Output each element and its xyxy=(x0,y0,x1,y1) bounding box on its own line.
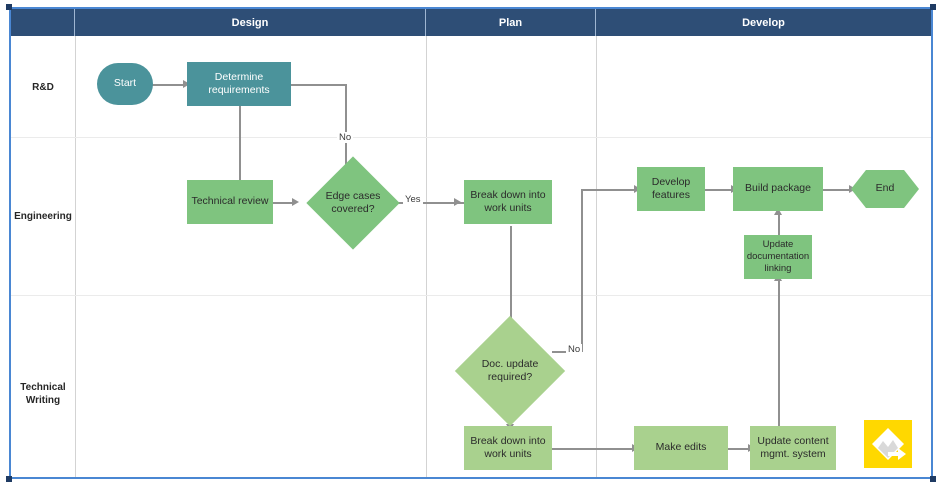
node-build-package[interactable]: Build package xyxy=(733,167,823,211)
connector-no-vertical xyxy=(345,84,347,170)
connector-breakdown1-docupdate xyxy=(510,226,512,331)
node-end[interactable]: End xyxy=(851,170,919,208)
visio-stencil-badge[interactable] xyxy=(864,420,912,468)
selection-handle-bottom-left[interactable] xyxy=(6,476,12,482)
selection-handle-top-left[interactable] xyxy=(6,4,12,10)
connector-breakdown2-makeedits xyxy=(552,448,634,450)
connector-makeedits-updatecms xyxy=(728,448,750,450)
arrowhead-start-determine xyxy=(183,80,190,88)
node-doc-update-required[interactable]: Doc. update required? xyxy=(454,315,566,427)
node-update-content-mgmt-system[interactable]: Update content mgmt. system xyxy=(750,426,836,470)
node-technical-review[interactable]: Technical review xyxy=(187,180,273,224)
node-develop-features[interactable]: Develop features xyxy=(637,167,705,211)
node-determine-requirements[interactable]: Determine requirements xyxy=(187,62,291,106)
lane-label-engineering: Engineering xyxy=(14,211,72,222)
node-doc-update-label: Doc. update required? xyxy=(481,357,539,383)
edge-label-yes-edge-cases: Yes xyxy=(403,194,423,205)
header-cell-plan: Plan xyxy=(426,9,596,36)
node-edge-cases-covered[interactable]: Edge cases covered? xyxy=(306,156,400,250)
connector-determine-techreview xyxy=(239,106,241,188)
lane-divider-2 xyxy=(11,295,931,296)
node-break-down-work-units-plan[interactable]: Break down into work units xyxy=(464,180,552,224)
connector-build-end xyxy=(823,189,851,191)
selection-handle-bottom-right[interactable] xyxy=(930,476,936,482)
connector-yes-breakdown1 xyxy=(397,202,465,204)
swimlane-header-row: Design Plan Develop xyxy=(11,9,931,36)
connector-updatecms-updatedoc xyxy=(778,278,780,443)
swimlane-grid: R&D Engineering Technical Writing No Yes… xyxy=(11,36,931,477)
arrowhead-updatedoc-build xyxy=(774,208,782,215)
connector-develop-build xyxy=(705,189,733,191)
node-break-down-work-units-tw[interactable]: Break down into work units xyxy=(464,426,552,470)
edge-label-no-doc-update: No xyxy=(566,344,583,355)
edge-label-no-edge-cases: No xyxy=(337,132,354,143)
node-make-edits[interactable]: Make edits xyxy=(634,426,728,470)
column-divider-1 xyxy=(75,36,76,477)
connector-updatedoc-build xyxy=(778,212,780,235)
stencil-diamond-arrow-icon xyxy=(872,428,906,460)
connector-no-horizontal xyxy=(286,84,346,86)
column-divider-3 xyxy=(596,36,597,477)
arrowhead-techreview-edgecases xyxy=(292,198,299,206)
node-edge-cases-label: Edge cases covered? xyxy=(325,189,381,215)
connector-docno-vertical xyxy=(581,189,583,352)
connector-techreview-edgecases xyxy=(271,202,293,204)
header-cell-design: Design xyxy=(75,9,426,36)
lane-label-rnd: R&D xyxy=(32,82,54,93)
column-divider-2 xyxy=(426,36,427,477)
header-cell-develop: Develop xyxy=(742,16,785,29)
selection-handle-top-right[interactable] xyxy=(930,4,936,10)
node-update-documentation-linking[interactable]: Update documentation linking xyxy=(744,235,812,279)
arrowhead-yes-breakdown1 xyxy=(454,198,461,206)
connector-docno-to-develop xyxy=(581,189,637,191)
connector-start-determine xyxy=(151,84,184,86)
lane-label-technical-writing: Technical Writing xyxy=(20,382,66,406)
lane-divider-1 xyxy=(11,137,931,138)
header-cell-lane-corner xyxy=(11,9,75,36)
node-start[interactable]: Start xyxy=(97,63,153,105)
